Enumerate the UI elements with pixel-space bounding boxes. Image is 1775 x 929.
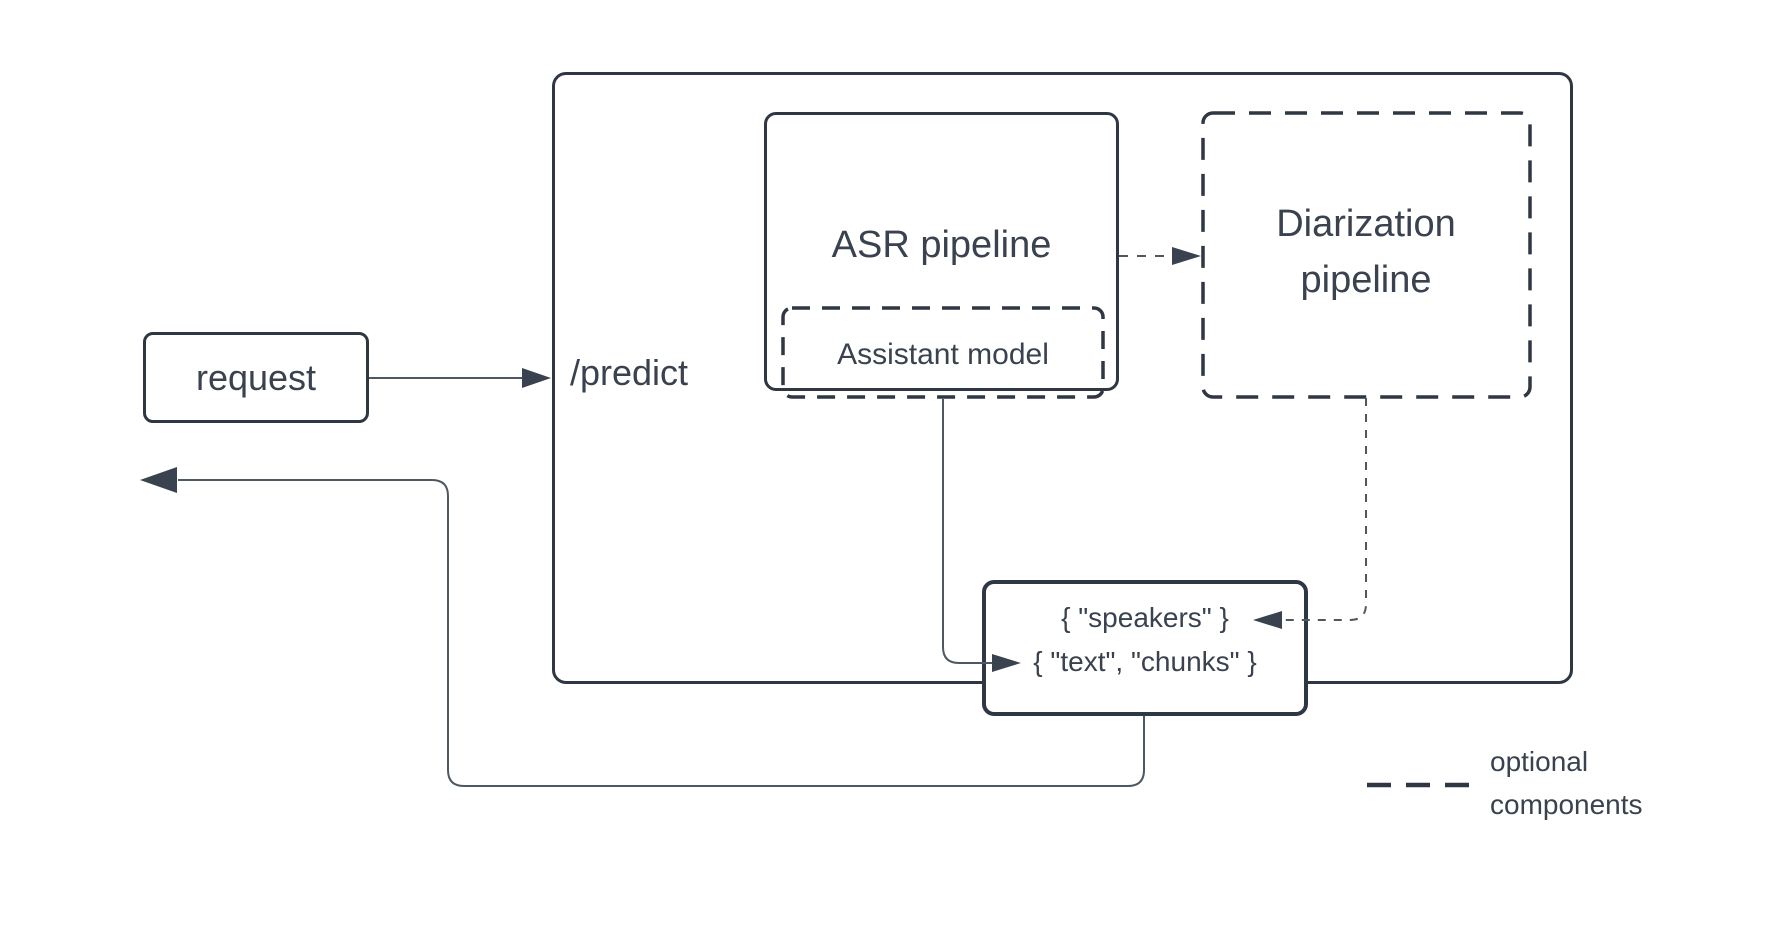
asr-pipeline-label: ASR pipeline <box>831 224 1052 266</box>
legend-optional-components-label: optional components <box>1490 746 1643 820</box>
arrowhead-right-icon <box>522 368 551 388</box>
predict-label: /predict <box>570 352 689 393</box>
output-text-chunks-label: { "text", "chunks" } <box>1033 646 1257 677</box>
request-node: request <box>143 332 369 423</box>
arrowhead-left-icon <box>140 467 177 493</box>
assistant-model-label: Assistant model <box>837 338 1049 371</box>
output-node: { "speakers" } { "text", "chunks" } <box>982 580 1308 716</box>
diarization-pipeline-label: Diarization pipeline <box>1276 203 1456 301</box>
request-label: request <box>195 356 317 398</box>
output-speakers-label: { "speakers" } <box>1061 602 1229 633</box>
